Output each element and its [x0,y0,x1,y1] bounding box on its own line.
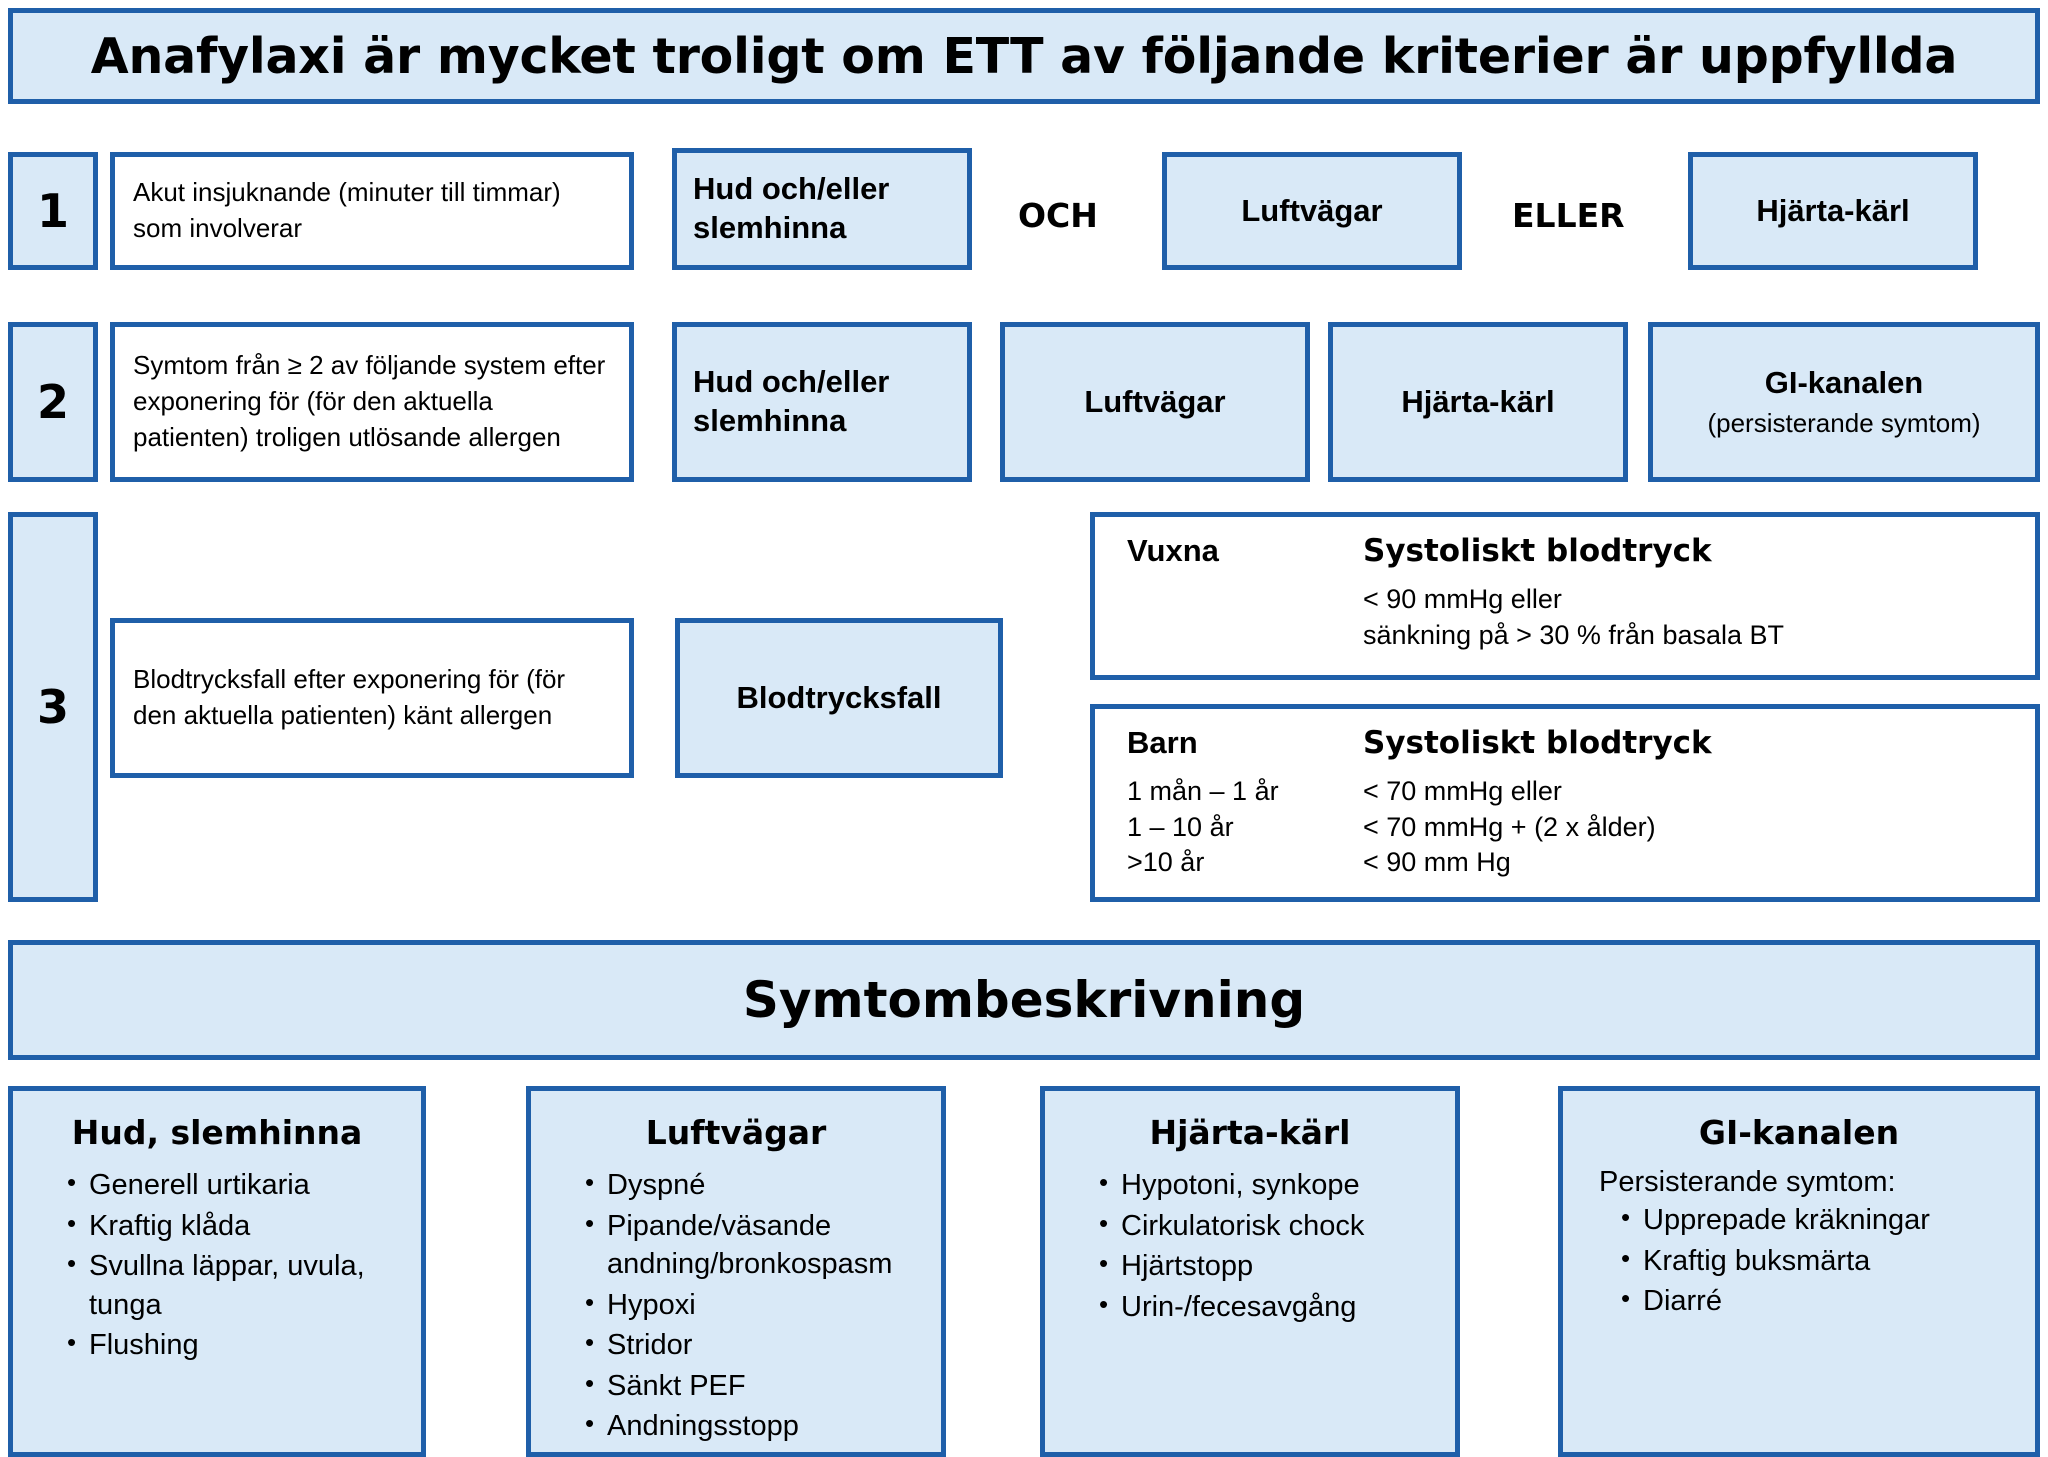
symptom-list: Generell urtikaria Kraftig klåda Svullna… [13,1165,421,1365]
bp-children-header-row: Barn Systoliskt blodtryck [1127,723,2035,774]
column-title: Hjärta-kärl [1149,1113,1351,1152]
criterion-2-system-hud-slemhinna: Hud och/eller slemhinna [672,322,972,482]
criterion-1-system-luftvagar: Luftvägar [1162,152,1462,270]
criterion-2-system-luftvagar: Luftvägar [1000,322,1310,482]
bp-children-value: < 90 mm Hg [1363,847,1511,878]
list-item: Svullna läppar, uvula, tunga [67,1246,409,1324]
bp-adults-value: sänkning på > 30 % från basala BT [1363,619,1785,650]
bp-adults-value: < 90 mmHg eller [1363,583,1562,614]
system-label: Hjärta-kärl [1756,192,1910,228]
list-item: Urin-/fecesavgång [1099,1287,1443,1327]
connector-eller: ELLER [1512,196,1625,235]
bp-adults-header-label: Systoliskt blodtryck [1363,533,1712,569]
page-title: Anafylaxi är mycket troligt om ETT av fö… [90,27,1958,85]
symptom-description-banner: Symtombeskrivning [8,940,2040,1060]
criterion-number: 2 [36,375,69,429]
criterion-description-text: Akut insjuknande (minuter till timmar) s… [133,177,561,243]
bp-adults-age [1127,582,1363,618]
system-label: Luftvägar [1084,383,1226,419]
symptom-list: Dyspné Pipande/väsande andning/bronkospa… [531,1165,941,1446]
symptom-list: Upprepade kräkningar Kraftig buksmärta D… [1563,1200,2035,1321]
bp-adults-row: sänkning på > 30 % från basala BT [1127,618,2035,654]
criterion-number: 3 [36,680,69,734]
system-label: Luftvägar [1241,192,1383,228]
system-label: Hud och/eller slemhinna [693,171,890,245]
blood-pressure-adults-box: Vuxna Systoliskt blodtryck < 90 mmHg ell… [1090,512,2040,680]
bp-adults-header-row: Vuxna Systoliskt blodtryck [1127,531,2035,582]
list-item: Dyspné [585,1165,929,1205]
symptom-list: Hypotoni, synkope Cirkulatorisk chock Hj… [1045,1165,1455,1327]
criterion-2-number-box: 2 [8,322,98,482]
system-label: Hjärta-kärl [1401,383,1555,419]
bp-children-age: 1 – 10 år [1127,811,1234,842]
bp-children-age: 1 mån – 1 år [1127,775,1279,806]
criterion-3-system-blodtrycksfall: Blodtrycksfall [675,618,1003,778]
column-title: Hud, slemhinna [71,1113,363,1152]
criterion-description-text: Symtom från ≥ 2 av följande system efter… [133,350,606,452]
list-item: Upprepade kräkningar [1621,1200,2023,1240]
bp-children-group-label: Barn [1127,725,1198,760]
list-item: Flushing [67,1325,409,1365]
blood-pressure-children-box: Barn Systoliskt blodtryck 1 mån – 1 år <… [1090,704,2040,902]
column-title: Luftvägar [645,1113,827,1152]
bp-adults-age [1127,618,1363,654]
list-item: Hypoxi [585,1285,929,1325]
symptom-column-hud-slemhinna: Hud, slemhinna Generell urtikaria Krafti… [8,1086,426,1457]
criterion-2-description: Symtom från ≥ 2 av följande system efter… [110,322,634,482]
list-item: Andningsstopp [585,1406,929,1446]
bp-children-age: >10 år [1127,847,1205,878]
symptom-column-gi-kanalen: GI-kanalen Persisterande symtom: Upprepa… [1558,1086,2040,1457]
criterion-number: 1 [36,184,69,238]
list-item: Kraftig klåda [67,1206,409,1246]
criterion-2-system-hjarta-karl: Hjärta-kärl [1328,322,1628,482]
section-title: Symtombeskrivning [742,971,1306,1029]
criterion-3-number-box: 3 [8,512,98,902]
list-item: Kraftig buksmärta [1621,1241,2023,1281]
symptom-column-hjarta-karl: Hjärta-kärl Hypotoni, synkope Cirkulator… [1040,1086,1460,1457]
list-item: Diarré [1621,1281,2023,1321]
list-item: Generell urtikaria [67,1165,409,1205]
system-sublabel: (persisterande symtom) [1707,408,1981,439]
bp-children-row: 1 mån – 1 år < 70 mmHg eller [1127,774,2035,810]
list-item: Sänkt PEF [585,1366,929,1406]
criterion-1-system-hjarta-karl: Hjärta-kärl [1688,152,1978,270]
list-item: Hjärtstopp [1099,1246,1443,1286]
list-item: Pipande/väsande andning/bronkospasm [585,1206,929,1284]
list-item: Cirkulatorisk chock [1099,1206,1443,1246]
connector-och: OCH [1018,196,1098,235]
criterion-1-description: Akut insjuknande (minuter till timmar) s… [110,152,634,270]
bp-children-row: >10 år < 90 mm Hg [1127,845,2035,881]
system-label: Hud och/eller slemhinna [693,364,890,438]
system-label: GI-kanalen [1764,365,1924,401]
criterion-1-number-box: 1 [8,152,98,270]
system-label: Blodtrycksfall [736,679,942,715]
bp-children-row: 1 – 10 år < 70 mmHg + (2 x ålder) [1127,810,2035,846]
criterion-3-description: Blodtrycksfall efter exponering för (för… [110,618,634,778]
list-item: Stridor [585,1325,929,1365]
bp-children-value: < 70 mmHg + (2 x ålder) [1363,811,1656,842]
title-banner: Anafylaxi är mycket troligt om ETT av fö… [8,8,2040,104]
symptom-column-luftvagar: Luftvägar Dyspné Pipande/väsande andning… [526,1086,946,1457]
criterion-1-system-hud-slemhinna: Hud och/eller slemhinna [672,148,972,270]
bp-children-value: < 70 mmHg eller [1363,775,1562,806]
bp-adults-group-label: Vuxna [1127,533,1219,568]
column-title: GI-kanalen [1698,1113,1900,1152]
bp-adults-row: < 90 mmHg eller [1127,582,2035,618]
list-item: Hypotoni, synkope [1099,1165,1443,1205]
column-lead-text: Persisterande symtom: [1599,1166,1896,1198]
criterion-description-text: Blodtrycksfall efter exponering för (för… [133,664,566,730]
bp-children-header-label: Systoliskt blodtryck [1363,725,1712,761]
criterion-2-system-gi-kanalen: GI-kanalen (persisterande symtom) [1648,322,2040,482]
